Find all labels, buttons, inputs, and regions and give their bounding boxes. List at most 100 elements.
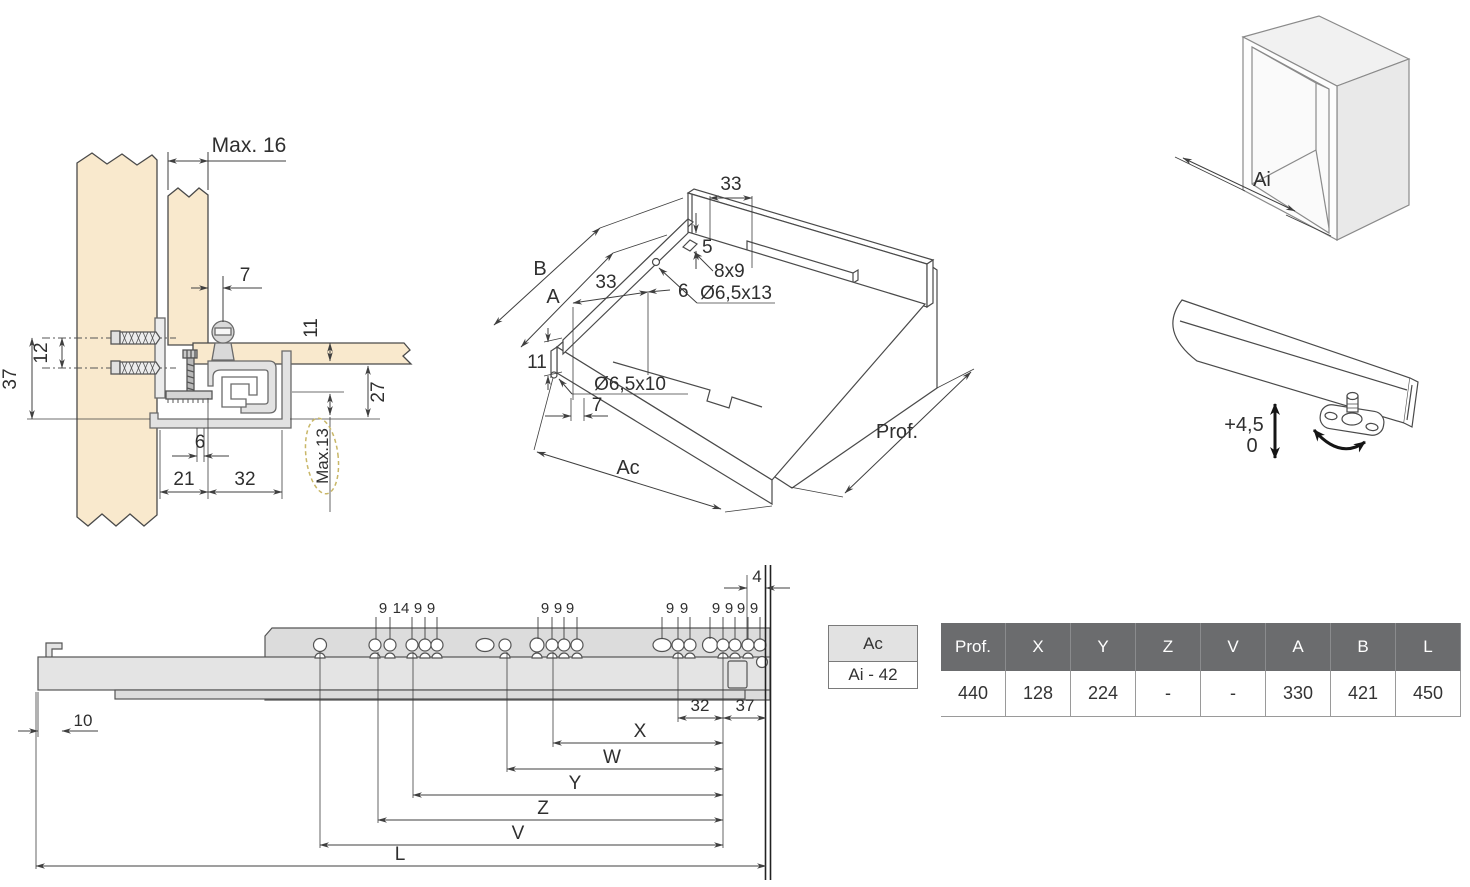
dim-table-value-l: 450: [1396, 671, 1461, 717]
cabinet-ai-label: Ai: [1253, 169, 1271, 191]
dim-table-header-y: Y: [1071, 623, 1136, 671]
mounting-plate: [1319, 391, 1385, 436]
dim-table-header-l: L: [1396, 623, 1461, 671]
adjust-zero-label: 0: [1246, 435, 1257, 457]
group4-d3: 9: [737, 600, 745, 617]
panel-hole-65x10: [550, 371, 558, 379]
iso-dim-33-left-label: 33: [595, 272, 616, 293]
dim-10-label: 10: [74, 711, 93, 730]
dim-l-label: L: [395, 844, 406, 865]
iso-dimensions: [493, 195, 975, 513]
dim-table-value-y: 224: [1071, 671, 1136, 717]
iso-hole-65x13-label: Ø6,5x13: [700, 283, 772, 304]
group4-d4: 9: [750, 600, 758, 617]
side-view-dimensions: [18, 585, 790, 869]
dimension-table: Prof. X Y Z V A B L 440 128 224 - - 330 …: [941, 623, 1461, 717]
dim-w-label: W: [603, 747, 621, 768]
dim-12-label: 12: [31, 342, 52, 363]
iso-ac-label: Ac: [616, 457, 639, 479]
rail-hole-65x13: [651, 257, 661, 267]
drawer-back-wall: [686, 188, 935, 309]
dim-6-label: 6: [195, 432, 206, 453]
dim-table-header-a: A: [1266, 623, 1331, 671]
dim-v-label: V: [512, 823, 525, 844]
group3-d2: 9: [680, 600, 688, 617]
dim-table-value-v: -: [1201, 671, 1266, 717]
adjustment-arrows: [1270, 403, 1366, 459]
rail-adjustment-view: +4,5 0: [1172, 299, 1419, 459]
hole-group-leaders: [375, 617, 761, 639]
group1-d4: 9: [427, 600, 435, 617]
dim-11-label: 11: [301, 318, 322, 338]
dim-y-label: Y: [569, 773, 582, 794]
rail-body: [1172, 299, 1411, 424]
group4-d2: 9: [725, 600, 733, 617]
dim-table-value-x: 128: [1006, 671, 1071, 717]
rail-slot-8x9: [682, 239, 698, 252]
iso-dim-b-label: B: [533, 258, 546, 280]
middle-rail: [114, 689, 746, 700]
group3-d1: 9: [666, 600, 674, 617]
drawer-pin: [211, 320, 235, 361]
group1-d2: 14: [393, 600, 410, 617]
iso-dim-a-label: A: [546, 286, 560, 308]
iso-dim-33-top-label: 33: [720, 174, 741, 195]
dim-32-label: 32: [234, 469, 255, 490]
drawer-rail: [37, 656, 771, 691]
latch-block: [727, 660, 748, 689]
iso-dim-11-label: 11: [527, 352, 547, 373]
group2-d2: 9: [554, 600, 562, 617]
screw-top: [110, 330, 161, 345]
iso-hole-65x10-label: Ø6,5x10: [594, 374, 666, 395]
dim-table-value-a: 330: [1266, 671, 1331, 717]
group2-d1: 9: [541, 600, 549, 617]
iso-dim-7-label: 7: [592, 395, 603, 416]
drawer-rail-hook: [45, 642, 63, 657]
fixing-screws: [42, 330, 176, 375]
dim-table-header-z: Z: [1136, 623, 1201, 671]
screw-bottom: [110, 360, 161, 375]
dim-max13-label: Max.13: [313, 428, 332, 484]
drawer-side-panel: [167, 187, 209, 346]
ac-table-header: Ac: [828, 625, 918, 662]
iso-dim-5-label: 5: [702, 237, 713, 258]
dim-x-label: X: [634, 721, 647, 742]
dim-table-value-b: 421: [1331, 671, 1396, 717]
iso-drawer-view: 33 5 8x9 Ø6,5x13 B A 33 6 11 Ø6,5x10 7 P…: [493, 174, 975, 513]
iso-prof-label: Prof.: [876, 421, 918, 443]
group2-d3: 9: [566, 600, 574, 617]
dim-table-header-v: V: [1201, 623, 1266, 671]
dim-table-header-prof: Prof.: [941, 623, 1006, 671]
dim-table-header-b: B: [1331, 623, 1396, 671]
rail-holes-top-row: [312, 636, 767, 654]
dim-z-label: Z: [537, 798, 549, 819]
ac-table-value: Ai - 42: [828, 662, 918, 689]
dim-32b-label: 32: [691, 696, 710, 715]
dim-table-value-z: -: [1136, 671, 1201, 717]
slide-side-view: 9 14 9 9 9 9 9 9 9 9 9 9 9 4 10 32 37 X …: [18, 565, 790, 880]
group1-d1: 9: [379, 600, 387, 617]
dim-table-value-prof: 440: [941, 671, 1006, 717]
cabinet-right-face: [1336, 58, 1410, 241]
iso-slot-8x9-label: 8x9: [714, 261, 745, 282]
dimension-extension-lines: [35, 575, 748, 869]
dim-table-header-x: X: [1006, 623, 1071, 671]
group4-d1: 9: [712, 600, 720, 617]
group1-d3: 9: [414, 600, 422, 617]
cabinet-box-view: Ai: [1174, 15, 1411, 241]
iso-dim-6-label: 6: [678, 281, 689, 302]
dim-7-label: 7: [240, 265, 251, 286]
dim-21-label: 21: [173, 469, 194, 490]
dim-37-label: 37: [0, 368, 21, 389]
dim-27-label: 27: [368, 381, 389, 402]
section-dimensions: [27, 152, 380, 512]
rail-profile-section: [207, 360, 277, 414]
dim-max16-label: Max. 16: [212, 134, 287, 157]
dim-4-label: 4: [752, 567, 761, 586]
rail-holes-bottom-row: [314, 652, 754, 659]
adjust-plus-label: +4,5: [1224, 414, 1263, 436]
max13-dashed-ellipse: [304, 417, 340, 495]
ac-table: Ac Ai - 42: [828, 625, 918, 689]
